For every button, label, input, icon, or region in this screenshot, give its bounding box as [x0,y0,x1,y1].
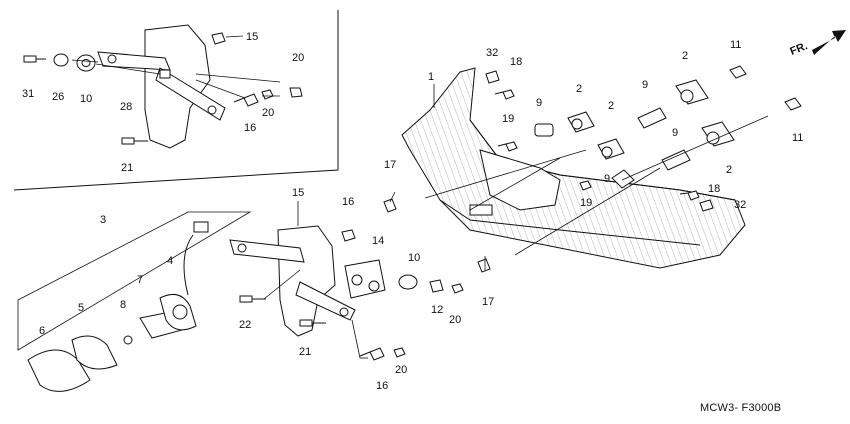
callout-4: 4 [167,255,174,267]
callout-2-a: 2 [576,83,583,95]
diagram-code: MCW3- F3000B [700,402,782,414]
callout-26: 26 [52,91,65,103]
callout-20-lower-b: 20 [395,364,408,376]
callout-12: 12 [431,304,444,316]
callout-28: 28 [120,101,133,113]
inset-frame [13,10,339,191]
callout-15-lower: 16 [342,196,355,208]
callout-11-top: 11 [730,39,742,51]
callout-10-inset: 10 [80,93,93,105]
callout-13: 15 [292,187,305,199]
callout-2-c: 2 [608,100,615,112]
callout-9-a: 9 [536,97,543,109]
license-bracket-lower [229,225,464,361]
callout-7: 7 [137,274,144,286]
callout-8: 8 [120,299,127,311]
callout-19-b: 19 [580,197,593,209]
callout-32-right: 32 [734,199,747,211]
front-direction-arrow [812,30,846,55]
callout-17-b: 17 [482,296,495,308]
callout-9-d: 9 [604,173,611,185]
callout-16-inset: 16 [244,122,257,134]
callout-9-b: 9 [642,79,649,91]
callout-19-a: 19 [502,113,515,125]
callout-16-lower: 16 [376,380,389,392]
callout-20-inset-a: 20 [292,52,305,64]
callout-3: 3 [100,214,107,226]
callout-14: 14 [372,235,385,247]
callout-2-b: 2 [682,50,689,62]
callout-10-lower: 10 [408,252,421,264]
inset-leaders [71,35,281,99]
callout-15-inset: 15 [246,31,259,43]
callout-2-d: 2 [726,164,733,176]
turn-signal-assembly [27,221,209,392]
callout-22: 22 [239,319,252,331]
callout-1: 1 [428,71,435,83]
callout-6: 6 [39,325,46,337]
callout-18-right: 18 [708,183,721,195]
callout-31: 31 [22,88,35,100]
license-bracket-upper [97,24,226,149]
callout-18-top: 18 [510,56,523,68]
callout-17-a: 17 [384,159,397,171]
callout-21-inset: 21 [121,162,134,174]
signal-group-frame [17,211,252,351]
tail-light-housing [401,67,746,269]
bulbs-and-sockets [383,65,802,273]
callout-20-lower-a: 20 [449,314,462,326]
callout-5: 5 [78,302,85,314]
callout-9-c: 9 [672,127,679,139]
callout-21-lower: 21 [299,346,312,358]
callout-11-right: 11 [792,132,804,144]
callout-32-top: 32 [486,47,499,59]
main-leaders [389,84,769,270]
lower-leaders [263,201,368,359]
callout-20-inset-b: 20 [262,107,275,119]
